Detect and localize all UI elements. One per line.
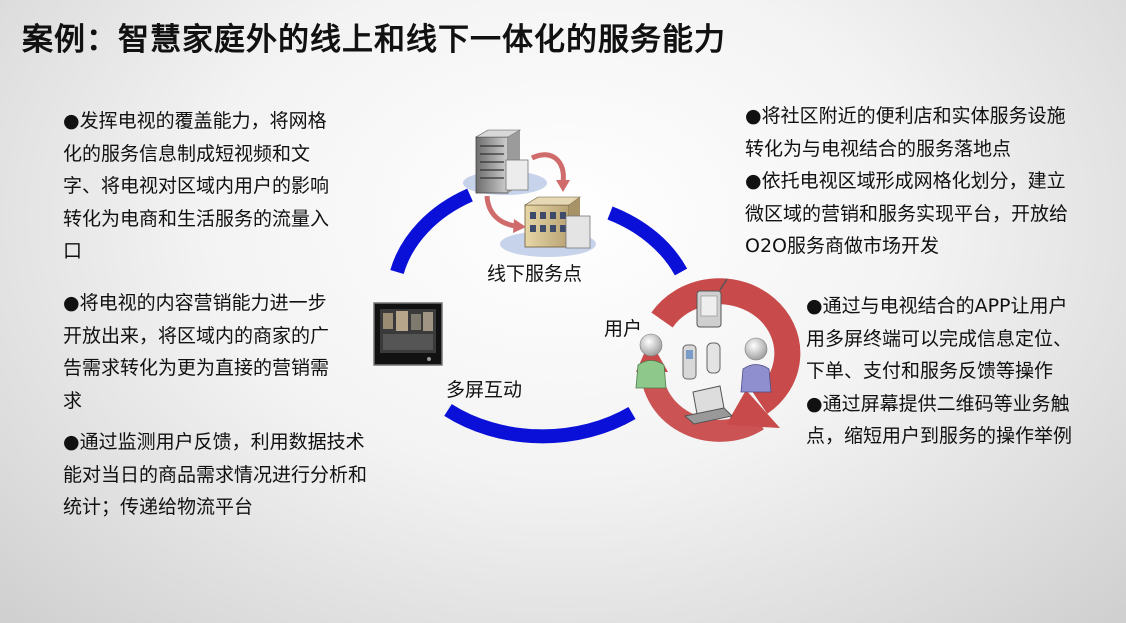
user-label: 用户 [604,318,643,340]
tv-screen-icon [373,302,443,366]
right-paragraph-2: ●依托电视区域形成网格化划分，建立微区域的营销和服务实现平台，开放给O2O服务商… [745,170,1069,257]
laptop-device-icon [683,385,734,425]
right-paragraph-1: ●将社区附近的便利店和实体服务设施转化为与电视结合的服务落地点 [745,105,1066,160]
left-paragraph-2: ●将电视的内容营销能力进一步开放出来，将区域内的商家的广告需求转化为更为直接的营… [63,292,330,412]
right-paragraph-4: ●通过屏幕提供二维码等业务触点，缩短用户到服务的操作举例 [806,392,1073,448]
multiscreen-interaction-label: 多屏互动 [446,379,523,401]
offline-service-point-icon [463,129,596,257]
cycle-arc-top-right [607,206,688,276]
pda-device-icon [696,278,728,328]
user-cycle-icon [635,278,801,442]
page-title: 案例：智慧家庭外的线上和线下一体化的服务能力 [22,22,726,58]
left-paragraph-3: ●通过监测用户反馈，利用数据技术能对当日的商品需求情况进行分析和统计；传递给物流… [63,431,368,518]
right-paragraph-group-2: ●通过与电视结合的APP让用户用多屏终端可以完成信息定位、下单、支付和服务反馈等… [806,290,1076,453]
offline-service-point-label: 线下服务点 [487,263,583,285]
cycle-arcs [390,188,688,444]
user-avatar-right-icon [740,337,772,393]
right-paragraph-group-1: ●将社区附近的便利店和实体服务设施转化为与电视结合的服务落地点 ●依托电视区域形… [745,100,1070,263]
phone-device-icon [682,342,721,380]
left-paragraph-1: ●发挥电视的覆盖能力，将网格化的服务信息制成短视频和文字、将电视对区域内用户的影… [63,110,330,262]
right-paragraph-3: ●通过与电视结合的APP让用户用多屏终端可以完成信息定位、下单、支付和服务反馈等… [806,295,1073,382]
user-avatar-left-icon [635,333,667,389]
cycle-arc-top-left [390,188,473,275]
cycle-arc-bottom [444,404,636,444]
